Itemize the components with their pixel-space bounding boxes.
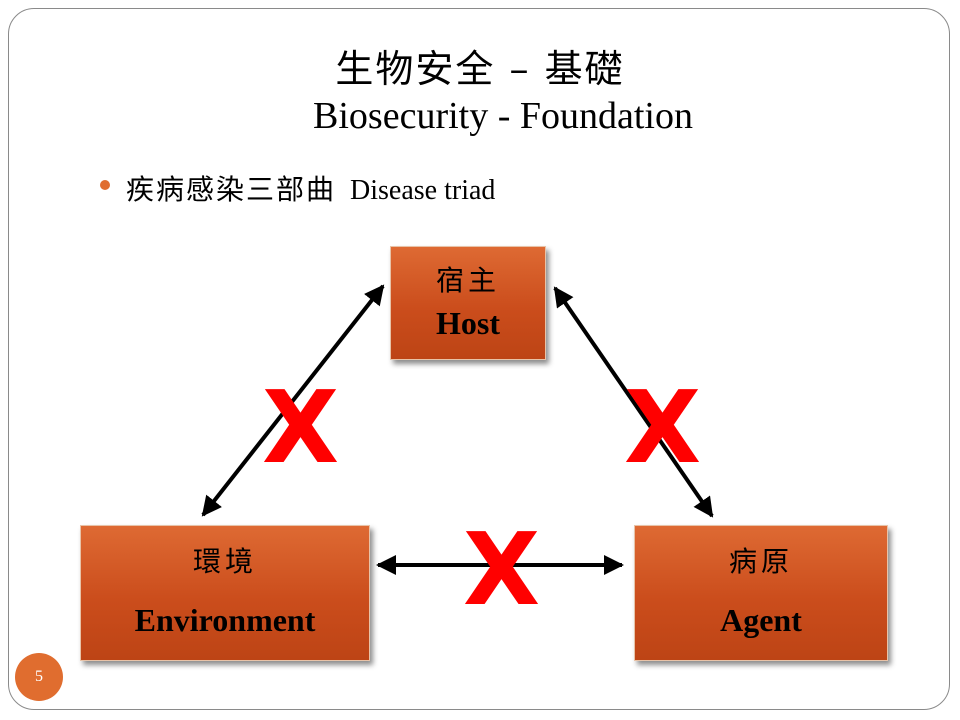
agent-box: 病原 Agent (634, 525, 888, 661)
arrow-host-agent (553, 286, 714, 518)
bullet-dot-icon (100, 180, 110, 190)
environment-label-chinese: 環境 (192, 545, 257, 578)
slide-title-chinese: 生物安全 – 基礎 (335, 47, 625, 91)
bullet-text: 疾病感染三部曲 Disease triad (126, 168, 495, 208)
bullet-text-english: Disease triad (350, 175, 496, 206)
agent-label-english: Agent (720, 602, 802, 638)
bullet-text-chinese: 疾病感染三部曲 (126, 173, 337, 206)
page-number-badge: 5 (15, 653, 63, 701)
agent-label-chinese: 病原 (728, 545, 793, 578)
host-label-chinese: 宿主 (435, 264, 500, 297)
break-mark-host-environment: X (262, 369, 340, 486)
break-mark-environment-agent: X (463, 511, 541, 628)
environment-box: 環境 Environment (80, 525, 370, 661)
host-box: 宿主 Host (390, 246, 546, 360)
break-mark-host-agent: X (624, 369, 702, 486)
slide-title-english: Biosecurity - Foundation (313, 95, 693, 137)
environment-label-english: Environment (134, 602, 316, 638)
host-label-english: Host (436, 305, 500, 341)
arrow-host-environment (201, 284, 385, 517)
